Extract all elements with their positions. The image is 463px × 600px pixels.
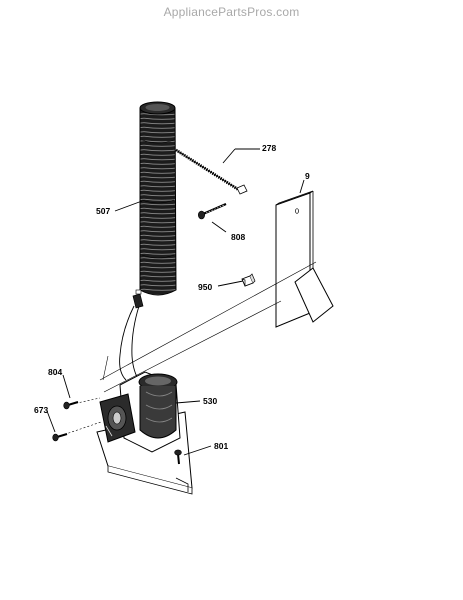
callout-950: 950 bbox=[198, 282, 212, 292]
callout-673: 673 bbox=[34, 405, 48, 415]
tie-strap-part bbox=[175, 148, 248, 195]
mounting-bracket-part bbox=[275, 190, 334, 328]
exhaust-hose-part bbox=[139, 101, 177, 296]
blower-motor-assembly-part bbox=[96, 371, 193, 495]
callout-808: 808 bbox=[231, 232, 245, 242]
callout-801: 801 bbox=[214, 441, 228, 451]
clip-950-part bbox=[241, 273, 256, 287]
callout-530: 530 bbox=[203, 396, 217, 406]
watermark: AppliancePartsPros.com bbox=[163, 5, 300, 19]
callout-804: 804 bbox=[48, 367, 62, 377]
screw-808-part bbox=[198, 202, 227, 220]
callout-507: 507 bbox=[96, 206, 110, 216]
screw-673-part bbox=[52, 433, 68, 442]
wire-harness-part bbox=[119, 289, 144, 383]
callout-278: 278 bbox=[262, 143, 276, 153]
screw-801-part bbox=[174, 449, 182, 465]
callout-9: 9 bbox=[305, 171, 310, 181]
callout-leaders bbox=[46, 148, 305, 456]
screw-804-part bbox=[63, 401, 79, 410]
